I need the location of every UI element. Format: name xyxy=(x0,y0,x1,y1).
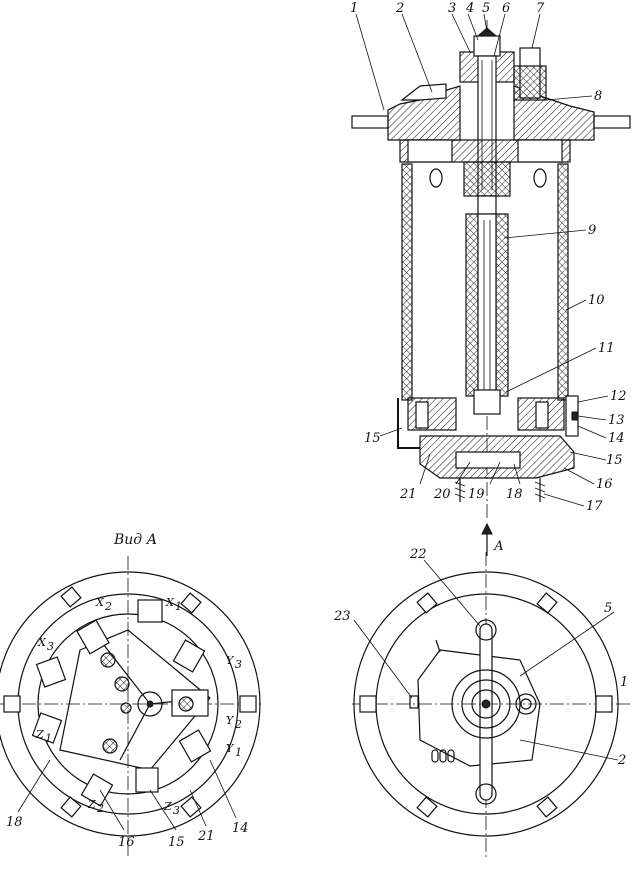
label-bv-1: 1 xyxy=(620,675,628,690)
label-z3: Z xyxy=(163,800,172,813)
lever-22 xyxy=(479,623,493,801)
label-17: 17 xyxy=(586,499,603,514)
label-15-left: 15 xyxy=(364,431,381,446)
label-va-21: 21 xyxy=(197,829,215,844)
label-12: 12 xyxy=(610,389,627,404)
label-16: 16 xyxy=(596,477,613,492)
label-15-right: 15 xyxy=(606,453,623,468)
cylinder-wall-left xyxy=(401,163,413,401)
label-z2: Z xyxy=(87,798,96,811)
label-va-18: 18 xyxy=(6,815,23,830)
label-6: 6 xyxy=(502,1,510,16)
labels: 1 2 3 4 5 6 7 8 9 10 11 12 13 14 15 16 1… xyxy=(6,1,628,850)
label-x1-sub: 1 xyxy=(175,600,182,613)
label-y1: Y xyxy=(226,742,235,755)
flange-arm-right xyxy=(593,115,631,129)
label-bv-23: 23 xyxy=(333,609,351,624)
notch-left xyxy=(3,695,21,713)
bottom-view xyxy=(352,552,633,860)
arrow-label: А xyxy=(493,539,504,554)
section-leaders xyxy=(355,13,609,507)
label-z1-sub: 1 xyxy=(45,732,52,745)
label-va-14: 14 xyxy=(232,821,249,836)
label-18: 18 xyxy=(506,487,523,502)
notch-right xyxy=(239,695,257,713)
label-2: 2 xyxy=(395,1,404,16)
label-y2: Y xyxy=(226,714,235,727)
inner-tube-right xyxy=(495,213,509,397)
section-view xyxy=(351,20,631,556)
view-a xyxy=(0,556,264,856)
label-20: 20 xyxy=(433,487,451,502)
label-10: 10 xyxy=(588,293,605,308)
view-title: Вид А xyxy=(113,532,157,548)
label-y2-sub: 2 xyxy=(234,718,242,731)
label-va-15: 15 xyxy=(168,835,185,850)
label-7: 7 xyxy=(536,1,545,16)
label-y1-sub: 1 xyxy=(235,746,242,759)
label-1: 1 xyxy=(350,1,358,16)
label-va-16: 16 xyxy=(118,835,135,850)
label-5: 5 xyxy=(482,1,490,16)
label-x2-sub: 2 xyxy=(104,600,112,613)
label-19: 19 xyxy=(468,487,485,502)
label-z3-sub: 3 xyxy=(173,804,180,817)
label-4: 4 xyxy=(465,1,474,16)
label-bv-5: 5 xyxy=(604,601,612,616)
flange-arm-left xyxy=(351,115,389,129)
label-z1: Z xyxy=(35,728,44,741)
label-13: 13 xyxy=(608,413,625,428)
label-bv-2: 2 xyxy=(617,753,626,768)
label-y3-sub: 3 xyxy=(235,658,242,671)
label-x3: X xyxy=(37,636,47,649)
cylinder-wall-right xyxy=(557,163,569,401)
label-x2: X xyxy=(95,596,105,609)
label-z2-sub: 2 xyxy=(96,802,104,815)
label-x1: X xyxy=(165,596,175,609)
label-9: 9 xyxy=(588,223,596,238)
label-3: 3 xyxy=(448,1,456,16)
label-8: 8 xyxy=(594,89,602,104)
label-11: 11 xyxy=(598,341,615,356)
label-14: 14 xyxy=(608,431,625,446)
label-bv-22: 22 xyxy=(409,547,427,562)
label-x3-sub: 3 xyxy=(47,640,54,653)
plate-2 xyxy=(417,649,541,767)
label-y3: Y xyxy=(226,654,235,667)
terminal-blocks xyxy=(31,599,212,807)
inner-tube-left xyxy=(465,213,479,397)
label-21: 21 xyxy=(399,487,417,502)
